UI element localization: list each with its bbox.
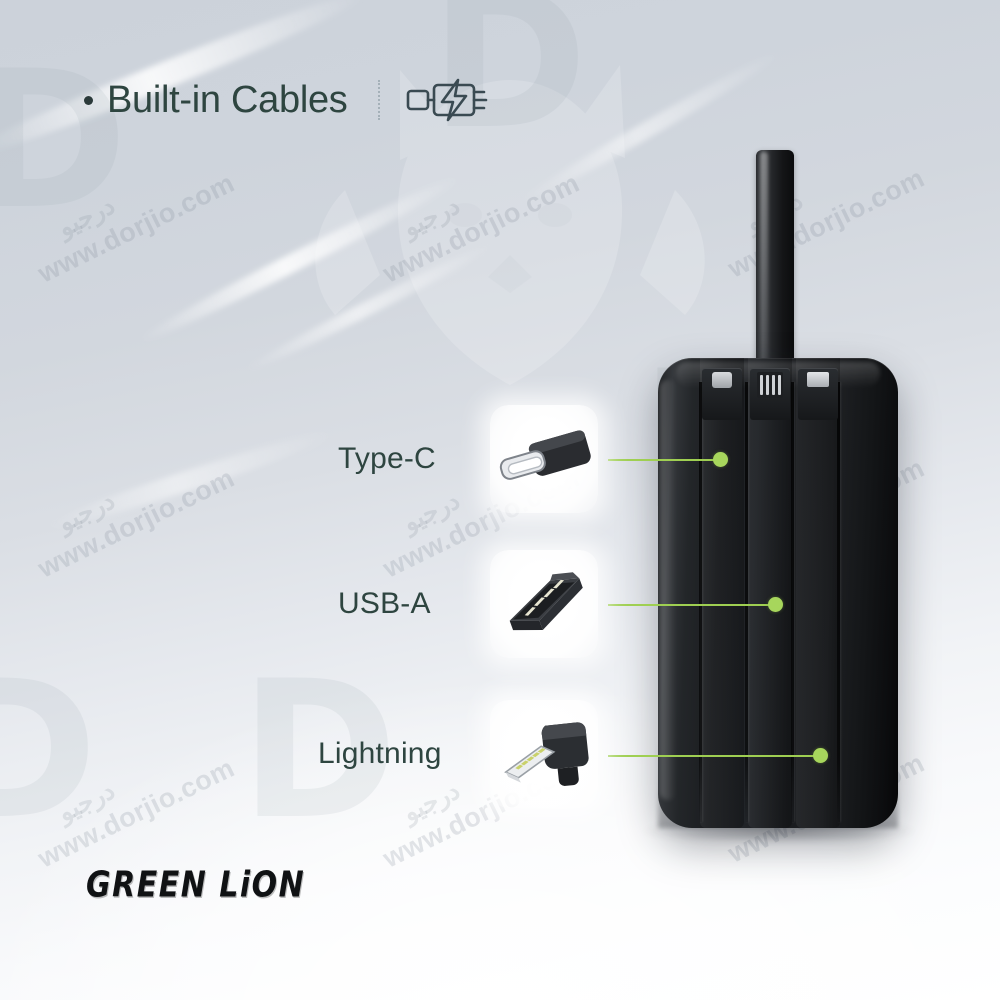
usb-pin — [777, 375, 781, 395]
watermark-persian: درجیو — [398, 191, 465, 243]
type-c-connector-head — [702, 368, 742, 420]
body-left-highlight — [660, 380, 676, 800]
watermark-url: www.dorjio.com — [33, 462, 240, 584]
bullet-point-icon — [84, 95, 93, 105]
watermark-persian: درجیو — [53, 486, 120, 538]
body-top-highlight — [676, 362, 880, 388]
usb-type-c-connector-icon — [490, 405, 598, 513]
lightning-connector-icon — [490, 700, 598, 808]
cable-channel — [748, 358, 792, 828]
watermark-url: www.dorjio.com — [723, 747, 930, 869]
usb-a-connector-head — [750, 368, 790, 420]
usb-pin — [765, 375, 769, 395]
leader-line-type-c — [608, 459, 718, 461]
callout-usb-a[interactable]: USB-A — [338, 550, 598, 658]
product-floor-shadow — [640, 818, 918, 844]
hanging-strap — [756, 150, 794, 375]
watermark-persian: درجیو — [53, 191, 120, 243]
light-streak — [44, 424, 336, 536]
watermark-url: www.dorjio.com — [378, 167, 585, 289]
watermark-persian: درجیو — [741, 481, 808, 533]
callout-label-usb-a: USB-A — [338, 587, 431, 620]
lightning-connector-tip — [807, 372, 829, 387]
watermark-url: www.dorjio.com — [33, 752, 240, 874]
callout-lightning[interactable]: Lightning — [318, 700, 598, 808]
usb-pin — [771, 375, 775, 395]
watermark-logo-letter: D — [640, 330, 798, 551]
cable-channel — [700, 358, 744, 828]
leader-dot-usb-a — [768, 597, 783, 612]
watermark-persian: درجیو — [53, 776, 120, 828]
watermark-logo-letter: D — [0, 30, 128, 251]
product-reflection — [658, 678, 898, 828]
usb-type-a-connector-icon — [490, 550, 598, 658]
type-c-connector-tip — [712, 372, 732, 388]
leader-dot-type-c — [713, 452, 728, 467]
callout-type-c[interactable]: Type-C — [338, 405, 598, 513]
callout-label-type-c: Type-C — [338, 442, 436, 475]
header-divider — [377, 80, 380, 120]
watermark-persian: درجیو — [741, 186, 808, 238]
watermark-url: www.dorjio.com — [723, 452, 930, 574]
strap-highlight — [760, 152, 768, 372]
watermark-url: www.dorjio.com — [723, 162, 930, 284]
brand-logo: GREEN LiON — [86, 864, 306, 907]
callout-label-lightning: Lightning — [318, 737, 442, 770]
page-title: Built-in Cables — [107, 79, 348, 121]
leader-line-usb-a — [608, 604, 773, 606]
power-bank-body — [658, 358, 898, 828]
watermark-persian: درجیو — [741, 771, 808, 823]
watermark-url: www.dorjio.com — [33, 167, 240, 289]
light-streak — [516, 46, 784, 210]
usb-pin — [759, 375, 763, 395]
charging-cable-icon — [406, 78, 494, 122]
light-streak — [242, 237, 498, 377]
usb-a-connector-tip — [757, 372, 783, 398]
feature-header: Built-in Cables — [84, 78, 494, 122]
leader-dot-lightning — [813, 748, 828, 763]
channel-groove — [837, 382, 840, 822]
watermark-logo-letter: D — [0, 640, 98, 861]
leader-line-lightning — [608, 755, 818, 757]
lightning-connector-head — [798, 368, 838, 420]
light-streak — [135, 169, 465, 349]
